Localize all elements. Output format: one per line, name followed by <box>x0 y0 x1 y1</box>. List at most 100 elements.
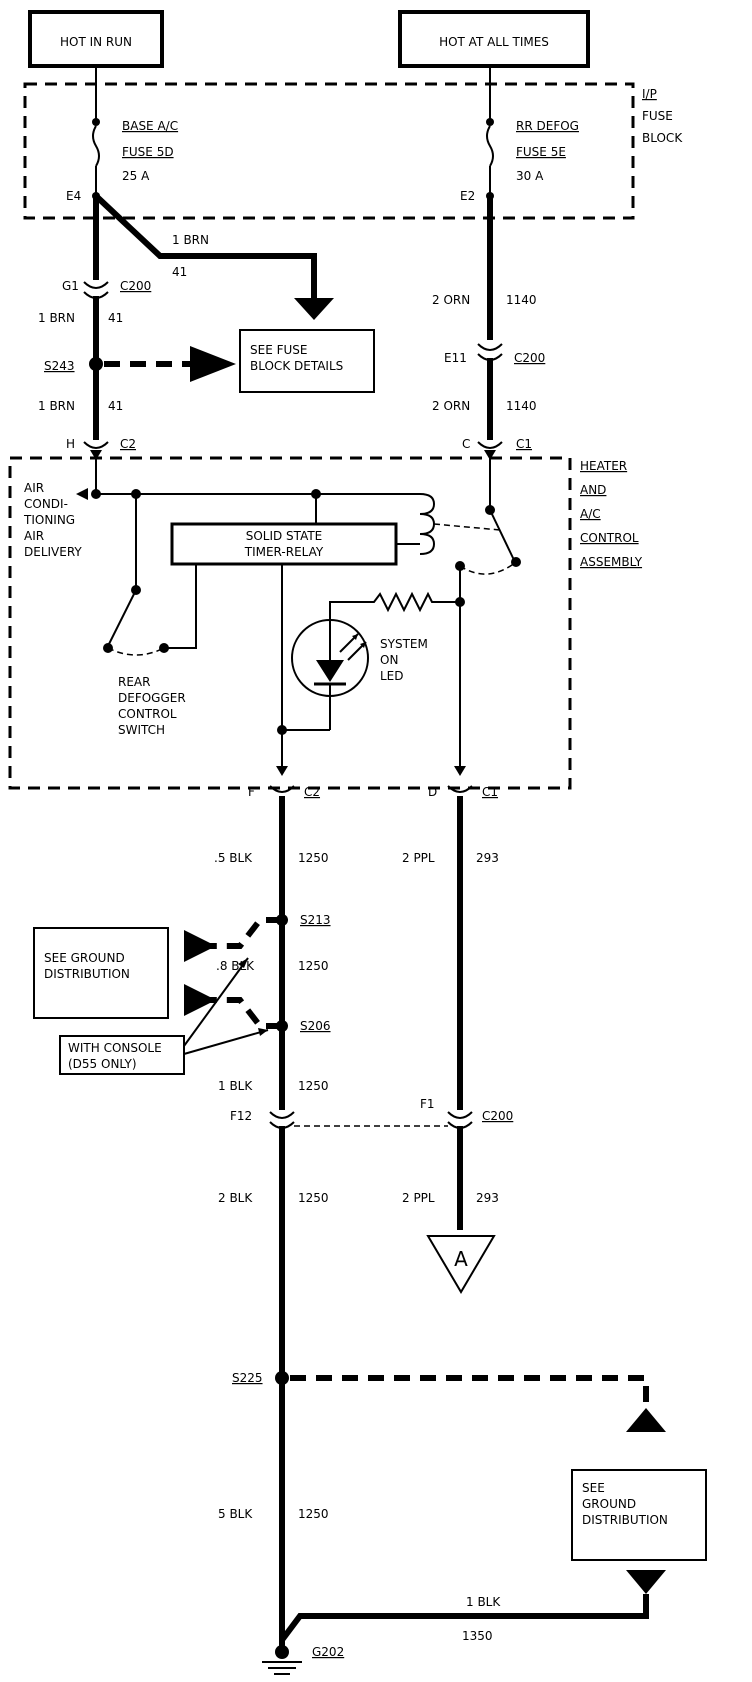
diagram-label: LED <box>380 669 404 683</box>
diagram-label: DISTRIBUTION <box>44 967 130 981</box>
see-fuse-block-details-box: SEE FUSE BLOCK DETAILS <box>239 329 375 393</box>
diagram-label: G202 <box>312 1645 344 1659</box>
diagram-label: DELIVERY <box>24 545 82 559</box>
diagram-label: 2 ORN <box>432 399 470 413</box>
diagram-label: 1140 <box>506 293 537 307</box>
diagram-label: 2 PPL <box>402 1191 435 1205</box>
see-ground-distribution-box-1: SEE GROUND DISTRIBUTION <box>33 927 169 1019</box>
diagram-label: REAR <box>118 675 150 689</box>
diagram-label: SYSTEM <box>380 637 428 651</box>
diagram-label: 1350 <box>462 1629 493 1643</box>
diagram-label: S206 <box>300 1019 331 1033</box>
off-page-connector-a: A <box>426 1235 496 1294</box>
diagram-label: CONTROL <box>118 707 177 721</box>
diagram-label: E2 <box>460 189 475 203</box>
diagram-label: HOT IN RUN <box>60 35 132 49</box>
diagram-label: 1 BLK <box>466 1595 501 1609</box>
diagram-label: S213 <box>300 913 331 927</box>
connector-h-c2 <box>83 441 109 449</box>
control-assembly-outline <box>8 456 572 790</box>
diagram-label: F12 <box>230 1109 252 1123</box>
diagram-label: 1 BRN <box>172 233 209 247</box>
diagram-label: 293 <box>476 851 499 865</box>
diagram-label: C1 <box>482 785 498 799</box>
diagram-label: AND <box>580 483 606 497</box>
diagram-label: TIMER-RELAY <box>244 545 324 559</box>
see-ground-distribution-box-2: SEE GROUND DISTRIBUTION <box>571 1469 707 1561</box>
diagram-label: C200 <box>120 279 151 293</box>
diagram-label: 1250 <box>298 851 329 865</box>
hot-at-all-times-box: HOT AT ALL TIMES <box>398 10 590 68</box>
diagram-label: 2 ORN <box>432 293 470 307</box>
fuse-5d-symbol <box>92 125 100 167</box>
splice-s225 <box>275 1371 289 1385</box>
connector-g1 <box>83 281 109 289</box>
with-console-box: WITH CONSOLE (D55 ONLY) <box>59 1035 185 1075</box>
diagram-label: RR DEFOG <box>516 119 579 133</box>
diagram-label: A <box>454 1247 468 1271</box>
diagram-label: A/C <box>580 507 601 521</box>
diagram-label: FUSE 5D <box>122 145 174 159</box>
diagram-label: SEE <box>582 1481 605 1495</box>
fuse-block-arrow <box>294 298 334 320</box>
fuse-5e-symbol <box>486 125 494 167</box>
diagram-label: 5 BLK <box>218 1507 253 1521</box>
splice-s243 <box>89 357 103 371</box>
diagram-label: C <box>462 437 470 451</box>
connector-d-c1 <box>447 785 473 793</box>
diagram-label: E11 <box>444 351 467 365</box>
diagram-label: C2 <box>120 437 136 451</box>
diagram-label: 1 BRN <box>38 399 75 413</box>
fuse-block-label-3: BLOCK <box>642 131 683 145</box>
diagram-label: 1140 <box>506 399 537 413</box>
diagram-label: 1250 <box>298 1507 329 1521</box>
diagram-label: C200 <box>482 1109 513 1123</box>
connector-f1 <box>447 1111 473 1119</box>
diagram-label: 1250 <box>298 1191 329 1205</box>
resistor <box>329 591 460 618</box>
diagram-label: H <box>66 437 75 451</box>
diagram-label: SEE FUSE <box>250 343 307 357</box>
diagram-label: C200 <box>514 351 545 365</box>
diagram-label: D <box>428 785 437 799</box>
solid-state-timer-relay: SOLID STATE TIMER-RELAY <box>170 522 398 566</box>
diagram-label: FUSE 5E <box>516 145 566 159</box>
diagram-label: .8 BLK <box>216 959 255 973</box>
diagram-label: G1 <box>62 279 79 293</box>
diagram-label: WITH CONSOLE <box>68 1041 162 1055</box>
connector-f12 <box>269 1111 295 1119</box>
diagram-label: S225 <box>232 1371 263 1385</box>
diagram-label: 2 BLK <box>218 1191 253 1205</box>
diagram-label: (D55 ONLY) <box>68 1057 137 1071</box>
diagram-label: 41 <box>172 265 187 279</box>
system-on-led <box>291 618 369 730</box>
diagram-label: 1250 <box>298 1079 329 1093</box>
diagram-label: 41 <box>108 311 123 325</box>
connector-e11 <box>477 343 503 351</box>
air-delivery-arrow <box>76 488 88 500</box>
diagram-label: ON <box>380 653 398 667</box>
diagram-label: AIR <box>24 529 44 543</box>
diagram-label: SWITCH <box>118 723 165 737</box>
diagram-label: ASSEMBLY <box>580 555 643 569</box>
fuse-block-label-2: FUSE <box>642 109 673 123</box>
diagram-label: SOLID STATE <box>246 529 323 543</box>
diagram-label: 25 A <box>122 169 150 183</box>
diagram-label: F <box>248 785 255 799</box>
diagram-label: 30 A <box>516 169 544 183</box>
diagram-label: TIONING <box>23 513 75 527</box>
diagram-label: E4 <box>66 189 81 203</box>
relay-coil <box>419 493 436 555</box>
diagram-label: 1 BLK <box>218 1079 253 1093</box>
diagram-label: CONDI- <box>24 497 68 511</box>
hot-in-run-box: HOT IN RUN <box>28 10 164 68</box>
diagram-label: .5 BLK <box>214 851 253 865</box>
diagram-label: S243 <box>44 359 75 373</box>
diagram-label: C1 <box>516 437 532 451</box>
diagram-label: HOT AT ALL TIMES <box>439 35 549 49</box>
diagram-label: 2 PPL <box>402 851 435 865</box>
diagram-label: 293 <box>476 1191 499 1205</box>
diagram-label: 1 BRN <box>38 311 75 325</box>
diagram-label: BASE A/C <box>122 119 178 133</box>
